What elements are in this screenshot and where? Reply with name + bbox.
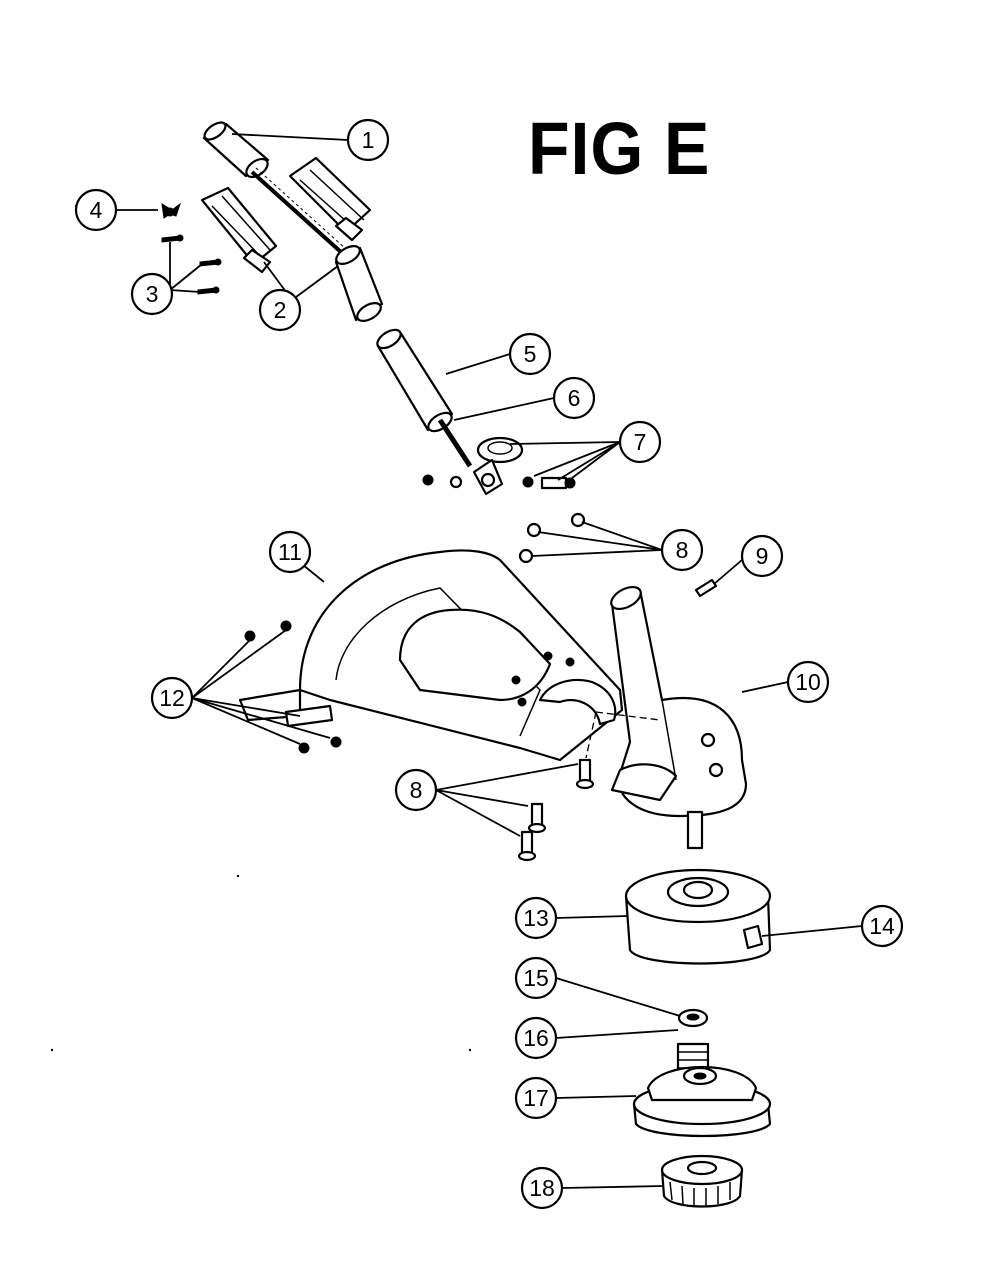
svg-text:11: 11 — [278, 539, 302, 565]
part-4-wingnut — [161, 202, 181, 219]
svg-text:9: 9 — [756, 543, 769, 569]
part-8-nuts-upper — [518, 512, 586, 564]
part-1-tube — [202, 121, 270, 179]
svg-text:4: 4 — [90, 197, 103, 223]
part-12-blade-hardware — [244, 620, 342, 754]
part-18-bump-knob — [660, 1154, 744, 1208]
callout-4: 4 — [74, 188, 118, 232]
callout-17: 17 — [514, 1076, 558, 1120]
part-6-shaft — [437, 418, 473, 468]
svg-text:6: 6 — [568, 385, 581, 411]
scan-specks — [50, 204, 472, 1052]
callout-12: 12 — [150, 676, 194, 720]
assembly-dashed-line — [585, 711, 597, 759]
svg-text:13: 13 — [523, 905, 549, 931]
callout-8-upper: 8 — [660, 528, 704, 572]
part-10-gear-head — [610, 585, 748, 850]
part-8-bolts-lower — [517, 758, 595, 862]
callout-18: 18 — [520, 1166, 564, 1210]
callout-1: 1 — [346, 118, 390, 162]
part-15-washer — [677, 1008, 709, 1028]
callout-14: 14 — [860, 904, 904, 948]
svg-text:3: 3 — [146, 281, 159, 307]
callout-5: 5 — [508, 332, 552, 376]
svg-text:7: 7 — [634, 429, 647, 455]
leader-lines — [116, 133, 863, 1189]
part-3-screws — [161, 234, 222, 295]
figure-title: FIG E — [528, 107, 711, 190]
callout-7: 7 — [618, 420, 662, 464]
callout-6: 6 — [552, 376, 596, 420]
part-7-clamp-hardware — [422, 436, 576, 496]
callout-15: 15 — [514, 956, 558, 1000]
callout-16: 16 — [514, 1016, 558, 1060]
svg-text:18: 18 — [529, 1175, 555, 1201]
svg-text:5: 5 — [524, 341, 537, 367]
svg-text:8: 8 — [676, 537, 689, 563]
callout-11: 11 — [268, 530, 312, 574]
part-2-clamp-left — [200, 186, 278, 274]
callout-2: 2 — [258, 288, 302, 332]
callout-3: 3 — [130, 272, 174, 316]
part-13-spool-housing — [624, 868, 772, 965]
part-9-pin — [694, 578, 718, 598]
part-5-tube — [376, 328, 454, 433]
part-17-spool — [632, 1066, 772, 1138]
svg-text:2: 2 — [274, 297, 287, 323]
callout-10: 10 — [786, 660, 830, 704]
svg-text:12: 12 — [159, 685, 185, 711]
svg-text:17: 17 — [523, 1085, 549, 1111]
svg-text:14: 14 — [869, 913, 895, 939]
svg-text:8: 8 — [410, 777, 423, 803]
part-2-tube-lower — [334, 245, 384, 322]
drive-cable — [250, 167, 357, 264]
callout-9: 9 — [740, 534, 784, 578]
svg-text:16: 16 — [523, 1025, 549, 1051]
svg-text:15: 15 — [523, 965, 549, 991]
part-2-clamp-right — [288, 156, 372, 242]
callout-13: 13 — [514, 896, 558, 940]
svg-text:10: 10 — [795, 669, 821, 695]
callout-8-lower: 8 — [394, 768, 438, 812]
svg-text:1: 1 — [362, 127, 375, 153]
